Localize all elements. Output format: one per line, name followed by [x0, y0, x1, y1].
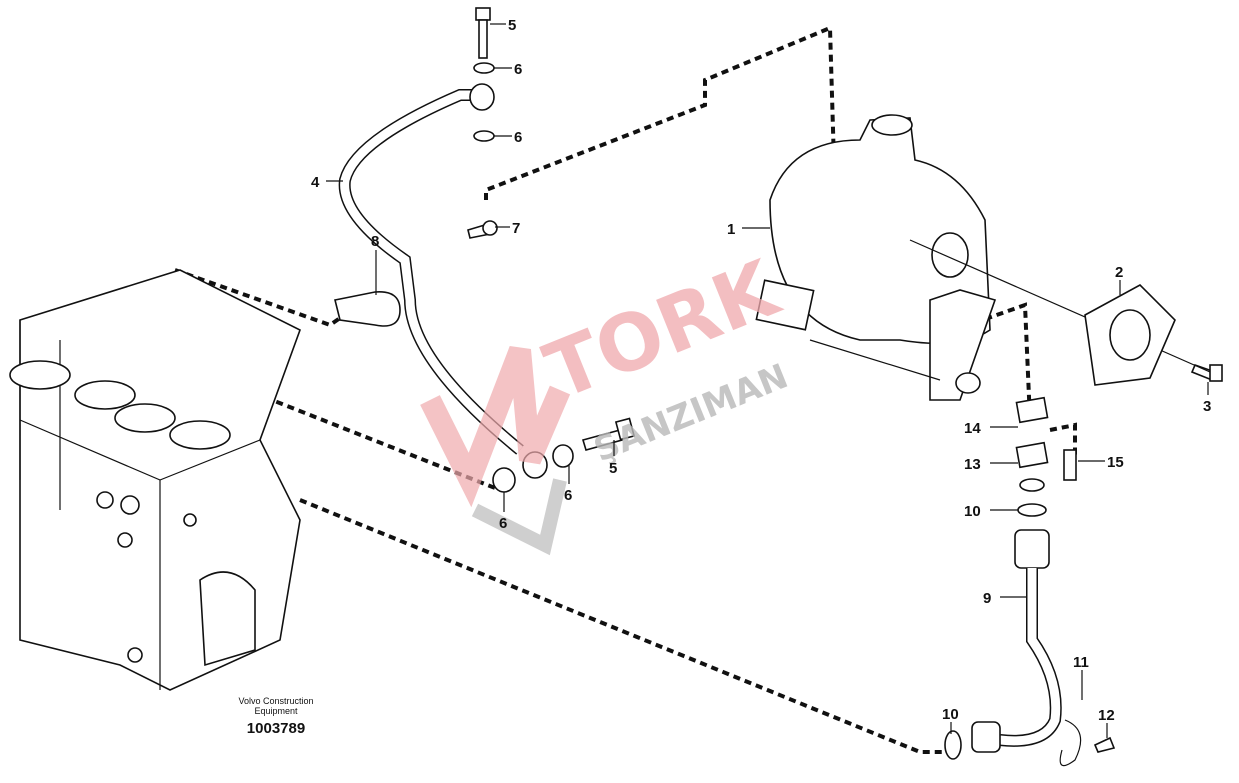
callout-14: 14 [964, 420, 981, 437]
callout-5: 5 [508, 17, 516, 34]
callout-10: 10 [964, 503, 981, 520]
callout-12: 12 [1098, 707, 1115, 724]
caption-line-2: Equipment [254, 706, 298, 716]
callout-8: 8 [371, 233, 379, 250]
watermark-logo: TORK ŞANZIMAN [420, 243, 794, 556]
callout-6: 6 [499, 515, 507, 532]
turbocharger [755, 114, 1211, 401]
callout-4: 4 [311, 174, 320, 191]
callout-15: 15 [1107, 454, 1124, 471]
engine-block [9, 269, 301, 691]
callout-5: 5 [609, 460, 617, 477]
callout-3: 3 [1203, 398, 1211, 415]
fasteners [467, 7, 1223, 753]
callout-1: 1 [727, 221, 735, 238]
callout-labels: 5 6 6 4 8 7 1 2 3 14 13 15 10 6 6 5 9 11… [311, 17, 1211, 724]
callout-6: 6 [514, 61, 522, 78]
callout-10: 10 [942, 706, 959, 723]
diagram-caption: Volvo Construction Equipment 1003789 [238, 696, 313, 737]
callout-7: 7 [512, 220, 520, 237]
callout-6: 6 [514, 129, 522, 146]
gasket [1084, 284, 1176, 386]
callout-11: 11 [1073, 654, 1089, 671]
oil-return-pipe [944, 396, 1082, 767]
part-number: 1003789 [247, 720, 305, 737]
callout-leaders [326, 23, 1209, 738]
callout-2: 2 [1115, 264, 1123, 281]
callout-6: 6 [564, 487, 572, 504]
oil-feed-pipe [334, 83, 548, 479]
callout-13: 13 [964, 456, 981, 473]
caption-line-1: Volvo Construction [238, 696, 313, 706]
callout-9: 9 [983, 590, 991, 607]
